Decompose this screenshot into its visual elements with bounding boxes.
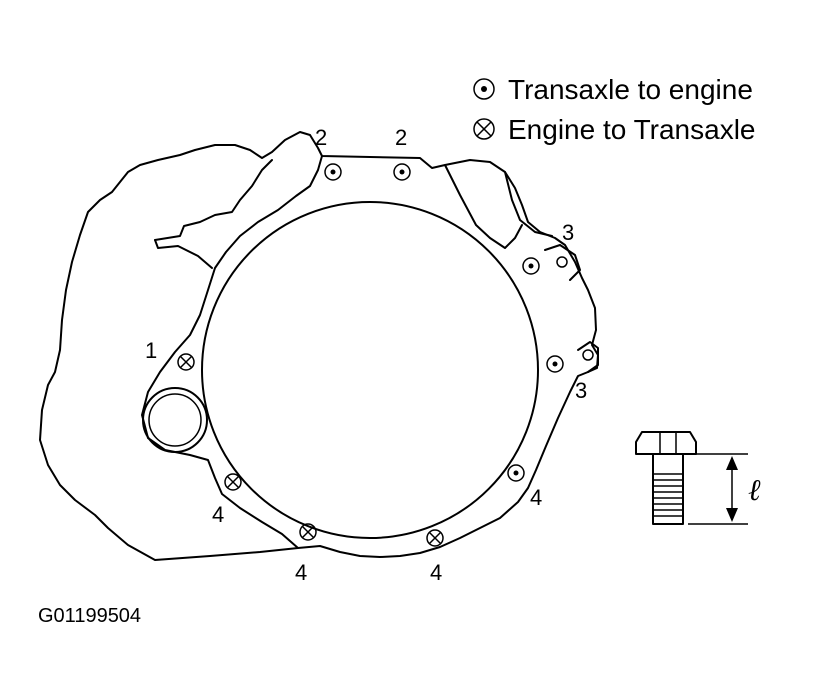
legend-label-transaxle-to-engine: Transaxle to engine — [508, 74, 753, 105]
circle-dot-icon — [393, 163, 411, 181]
circle-dot-icon — [473, 78, 495, 100]
circle-dot-icon — [324, 163, 342, 181]
circle-x-icon — [473, 118, 495, 140]
callout-right-bottom: 4 — [530, 485, 542, 510]
circle-dot-icon — [522, 257, 540, 275]
figure-code: G01199504 — [38, 605, 141, 627]
housing-rib-2 — [504, 171, 553, 237]
housing-upper-right-rib — [444, 164, 523, 249]
lower-right-tab-hole — [582, 349, 594, 361]
legend-label-engine-to-transaxle: Engine to Transaxle — [508, 114, 756, 145]
callout-bottom-left: 4 — [212, 502, 224, 527]
circle-dot-icon — [546, 355, 564, 373]
callout-right-lower: 3 — [575, 378, 587, 403]
legend-engine-to-transaxle: Engine to Transaxle — [473, 114, 756, 145]
legend-transaxle-to-engine: Transaxle to engine — [473, 74, 753, 105]
bell-housing-flange — [141, 155, 323, 549]
small-bore-inner — [148, 393, 202, 447]
callout-bottom-center-right: 4 — [430, 560, 442, 585]
callout-left: 1 — [145, 338, 157, 363]
callout-top-left: 2 — [315, 125, 327, 150]
bolt-length-label: ℓ — [748, 473, 761, 508]
main-bore-circle — [201, 201, 539, 539]
lower-right-tab — [577, 341, 599, 373]
upper-right-tab-hole — [556, 256, 568, 268]
small-bore-outer — [142, 387, 208, 453]
circle-x-icon — [177, 353, 195, 371]
circle-x-icon — [426, 529, 444, 547]
circle-x-icon — [299, 523, 317, 541]
callout-top-right: 2 — [395, 125, 407, 150]
circle-x-icon — [224, 473, 242, 491]
housing-inner-ledge — [154, 159, 273, 241]
upper-right-tab — [544, 244, 581, 281]
bolt-icon — [635, 431, 697, 525]
housing-inner-ledge-left — [154, 239, 213, 269]
transaxle-housing-outline — [39, 131, 599, 561]
callout-right-upper: 3 — [562, 220, 574, 245]
callout-bottom-center-left: 4 — [295, 560, 307, 585]
bolt-length-dimension — [688, 453, 748, 525]
circle-dot-icon — [507, 464, 525, 482]
